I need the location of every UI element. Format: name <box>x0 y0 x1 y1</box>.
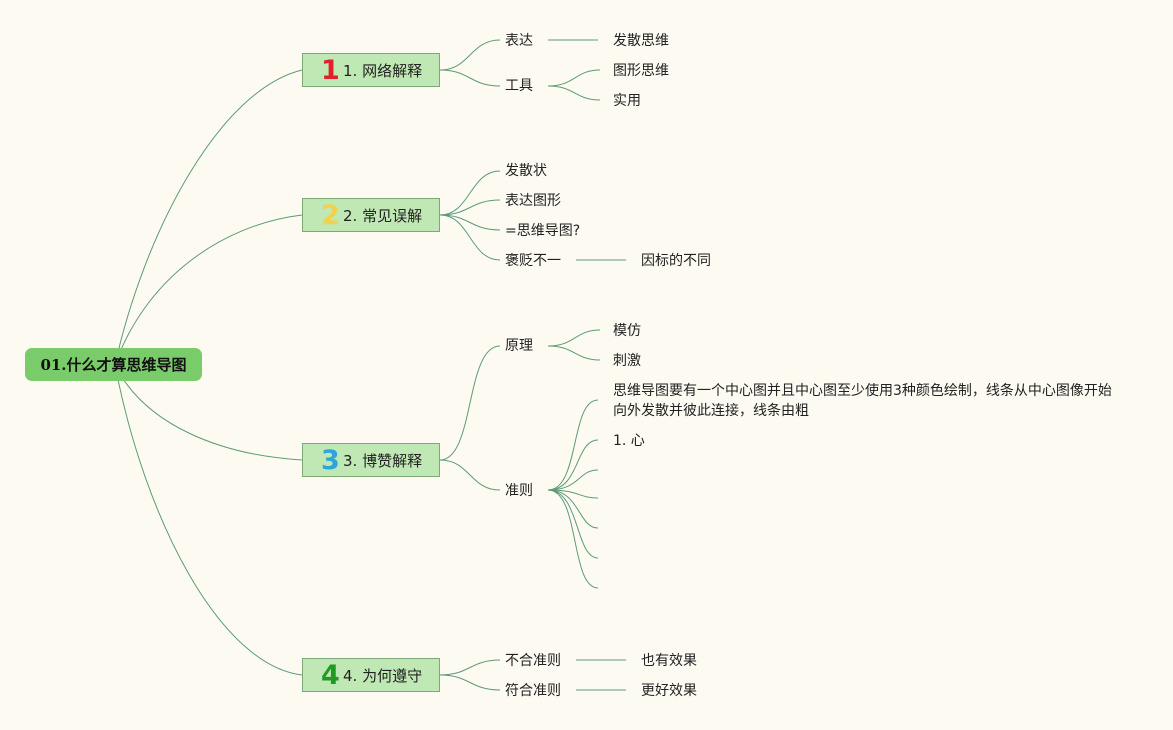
topic-practical[interactable]: 实用 <box>613 93 641 109</box>
topic-tool[interactable]: 工具 <box>505 78 533 94</box>
topic-stimulation[interactable]: 刺激 <box>613 353 641 369</box>
topic-graphic-thinking[interactable]: 图形思维 <box>613 63 669 79</box>
central-topic[interactable]: 01.什么才算思维导图 <box>25 348 202 381</box>
topic-express-graphics[interactable]: 表达图形 <box>505 193 561 209</box>
branch-label: 1. 网络解释 <box>343 61 423 80</box>
topic-divergent-thinking[interactable]: 发散思维 <box>613 33 669 49</box>
topic-equals-mindmap[interactable]: =思维导图? <box>505 223 581 239</box>
connector-root-b1 <box>114 69 303 366</box>
central-topic-label: 01.什么才算思维导图 <box>40 356 187 374</box>
topic-imitation[interactable]: 模仿 <box>613 323 641 339</box>
topic-express[interactable]: 表达 <box>505 33 533 49</box>
number-2-icon: 2 <box>321 199 340 231</box>
number-3-icon: 3 <box>321 444 340 476</box>
branch-label: 3. 博赞解释 <box>343 451 423 470</box>
topic-not-compliant[interactable]: 不合准则 <box>505 653 561 669</box>
topic-different-standards[interactable]: 因标的不同 <box>641 253 711 269</box>
topic-more-effective[interactable]: 更好效果 <box>641 683 697 699</box>
connector-root-b4 <box>114 364 303 676</box>
number-4-icon: 4 <box>321 659 340 691</box>
branch-why-follow[interactable]: 4 4. 为何遵守 <box>302 658 440 692</box>
topic-principle[interactable]: 原理 <box>505 338 533 354</box>
topic-rules[interactable]: 准则 <box>505 483 533 499</box>
topic-mixed-opinions[interactable]: 褒贬不一 <box>505 253 561 269</box>
topic-divergent-shape[interactable]: 发散状 <box>505 163 547 179</box>
topic-compliant[interactable]: 符合准则 <box>505 683 561 699</box>
branch-label: 2. 常见误解 <box>343 206 423 225</box>
topic-also-effective[interactable]: 也有效果 <box>641 653 697 669</box>
branch-label: 4. 为何遵守 <box>343 666 423 685</box>
number-1-icon: 1 <box>321 54 340 86</box>
connector-root-b2 <box>114 214 303 366</box>
branch-common-misunderstanding[interactable]: 2 2. 常见误解 <box>302 198 440 232</box>
topic-rule-item-1[interactable]: 1. 心 <box>613 433 645 449</box>
branch-buzan-explanation[interactable]: 3 3. 博赞解释 <box>302 443 440 477</box>
connector-root-b3 <box>114 364 303 461</box>
topic-rule-note[interactable]: 思维导图要有一个中心图并且中心图至少使用3种颜色绘制，线条从中心图像开始向外发散… <box>613 383 1112 419</box>
branch-network-explanation[interactable]: 1 1. 网络解释 <box>302 53 440 87</box>
